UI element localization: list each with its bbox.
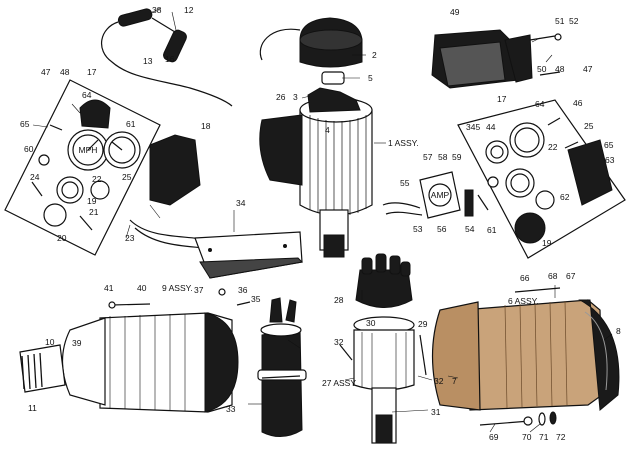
callout-44: 44	[486, 122, 496, 132]
callout-50: 50	[537, 64, 547, 74]
callout-11: 11	[28, 403, 37, 413]
callout-22-left: 22	[92, 174, 102, 184]
callout-56: 56	[437, 224, 447, 234]
callout-64-left: 64	[82, 90, 92, 100]
ignition-coil	[218, 288, 307, 437]
callout-23: 23	[125, 233, 135, 243]
callout-72: 72	[556, 432, 566, 442]
callout-2: 2	[372, 50, 377, 60]
callout-34: 34	[236, 198, 246, 208]
callout-40: 40	[137, 283, 147, 293]
callout-69: 69	[489, 432, 499, 442]
callout-29: 29	[418, 319, 428, 329]
callout-7: 7	[452, 376, 457, 386]
callout-17-left: 17	[87, 67, 97, 77]
callout-59: 59	[452, 152, 462, 162]
callout-32-left: 32	[334, 337, 344, 347]
callout-18: 18	[201, 121, 211, 131]
callout-60: 60	[24, 144, 34, 154]
ht-lead	[101, 8, 233, 107]
callout-25-left: 25	[122, 172, 132, 182]
callout-31: 31	[431, 407, 441, 417]
callout-8: 8	[616, 326, 621, 336]
callout-28: 28	[334, 295, 344, 305]
callout-53: 53	[413, 224, 423, 234]
right-gauge-face: AMP	[431, 190, 450, 200]
callout-35: 35	[251, 294, 261, 304]
callout-22-right: 22	[548, 142, 558, 152]
callout-52: 52	[569, 16, 579, 26]
callout-61-right: 61	[487, 225, 497, 235]
right-instrument-panel	[457, 99, 626, 259]
callout-30: 30	[366, 318, 376, 328]
callout-57: 57	[423, 152, 433, 162]
callout-62: 62	[560, 192, 570, 202]
callout-48-left: 48	[60, 67, 70, 77]
callout-68: 68	[548, 271, 558, 281]
callout-17-right: 17	[497, 94, 507, 104]
generator	[431, 287, 620, 426]
callout-38: 38	[152, 5, 162, 15]
callout-49: 49	[450, 7, 460, 17]
callout-54: 54	[465, 224, 475, 234]
callout-19-right: 19	[542, 238, 552, 248]
warning-lamp	[431, 29, 562, 89]
callout-16: 16	[165, 54, 175, 64]
callout-33: 33	[226, 404, 236, 414]
callout-47-left: 47	[41, 67, 51, 77]
callout-19-left: 19	[87, 196, 97, 206]
starter-motor	[19, 301, 239, 413]
callout-39: 39	[72, 338, 82, 348]
left-instrument-panel	[4, 79, 216, 256]
callout-3: 3	[293, 92, 298, 102]
callout-4: 4	[325, 125, 330, 135]
callout-20: 20	[57, 233, 67, 243]
distributor-assembly	[259, 17, 373, 258]
callout-71: 71	[539, 432, 549, 442]
callout-64-right: 64	[535, 99, 545, 109]
callout-70: 70	[522, 432, 532, 442]
callout-25-right: 25	[584, 121, 594, 131]
callout-26: 26	[276, 92, 286, 102]
leader-lines	[32, 7, 613, 433]
ignition-switch	[382, 171, 474, 219]
callout-47-right: 47	[583, 64, 593, 74]
callout-12: 12	[184, 5, 194, 15]
mounting-bracket	[194, 231, 304, 279]
callout-55: 55	[400, 178, 410, 188]
callout-13: 13	[143, 56, 153, 66]
callout-48-right: 48	[555, 64, 565, 74]
callout-41: 41	[104, 283, 114, 293]
callout-1-assy: 1 ASSY.	[388, 138, 419, 148]
callout-58: 58	[438, 152, 448, 162]
callout-5: 5	[368, 73, 373, 83]
distributor	[339, 253, 427, 444]
callout-66: 66	[520, 273, 530, 283]
callout-65-left: 65	[20, 119, 30, 129]
callout-27-assy: 27 ASSY.	[322, 378, 357, 388]
callout-345: 345	[466, 122, 480, 132]
callout-9-assy: 9 ASSY.	[162, 283, 193, 293]
callout-67: 67	[566, 271, 576, 281]
callout-36: 36	[238, 285, 248, 295]
callout-61-left: 61	[126, 119, 136, 129]
callout-65-right: 65	[604, 140, 614, 150]
callout-6-assy: 6 ASSY.	[508, 296, 539, 306]
callout-51: 51	[555, 16, 565, 26]
callout-labels: 38 12 16 13 2 5 26 3 4 1 ASSY. 49 51 52 …	[20, 5, 621, 442]
callout-32-right: 32	[434, 376, 444, 386]
left-gauge-face: MPH	[79, 145, 98, 155]
callout-21: 21	[89, 207, 99, 217]
callout-10: 10	[45, 337, 55, 347]
callout-37: 37	[194, 285, 204, 295]
callout-63: 63	[605, 155, 615, 165]
callout-24: 24	[30, 172, 40, 182]
callout-46: 46	[573, 98, 583, 108]
